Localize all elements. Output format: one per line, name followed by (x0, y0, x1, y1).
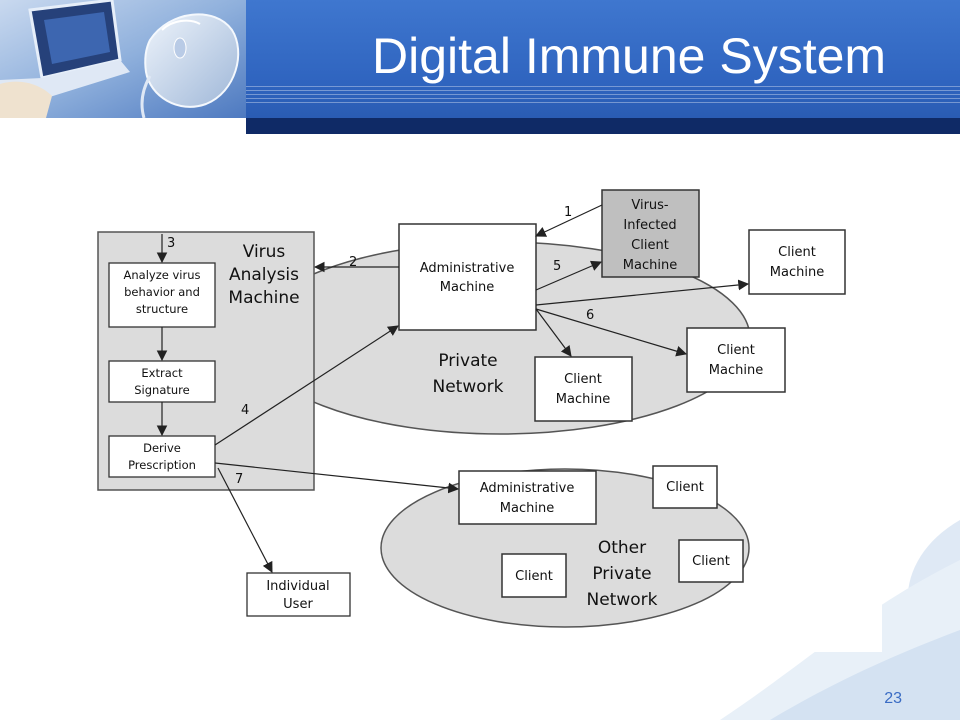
step-label-3: 3 (167, 236, 175, 251)
arrow-7 (214, 462, 460, 494)
admin-machine-line-2: Machine (440, 280, 494, 295)
other-network-label-line-1: Other (598, 538, 646, 558)
diagram: Virus Analysis Machine Analyze virus beh… (68, 156, 882, 652)
step-label-4: 4 (241, 403, 249, 418)
virus-infected-client-box (601, 189, 700, 278)
header-photo (0, 0, 246, 118)
other-network-label-line-2: Private (592, 564, 651, 584)
client-3-line-1: Client (564, 372, 602, 387)
client-machine-box-3 (534, 356, 633, 422)
private-network-label-line-2: Network (433, 377, 504, 397)
other-network-label-line-3: Network (587, 590, 658, 610)
arrow-to-client-1 (535, 279, 750, 306)
client-1-line-1: Client (778, 245, 816, 260)
virus-analysis-label-line-2: Analysis (229, 265, 299, 285)
analyze-box-line-2: behavior and (124, 285, 200, 299)
client-3-line-2: Machine (556, 392, 610, 407)
admin-machine-line-1: Administrative (420, 261, 515, 276)
digital-immune-system-diagram: Virus Analysis Machine Analyze virus beh… (97, 189, 846, 628)
arrow-1 (535, 204, 603, 237)
individual-user-line-1: Individual (266, 579, 329, 594)
other-client-1-label: Client (666, 480, 704, 495)
other-admin-machine-box (458, 470, 597, 525)
administrative-machine-box (398, 223, 537, 331)
infected-line-2: Infected (623, 218, 676, 233)
extract-box-line-1: Extract (141, 366, 183, 380)
mouse-icon (140, 13, 240, 118)
client-2-line-1: Client (717, 343, 755, 358)
derive-box-line-1: Derive (143, 441, 181, 455)
page-number: 23 (884, 690, 902, 707)
step-label-1: 1 (564, 205, 572, 220)
infected-line-3: Client (631, 238, 669, 253)
slide-title: Digital Immune System (372, 28, 887, 84)
analyze-box-line-3: structure (136, 302, 188, 316)
arrow-4 (214, 325, 399, 446)
client-machine-box-2 (686, 327, 786, 393)
arrow-to-individual-user (217, 467, 273, 573)
arrow-to-client-3 (535, 308, 572, 357)
client-1-line-2: Machine (770, 265, 824, 280)
other-client-box-2 (678, 539, 744, 583)
other-admin-line-1: Administrative (480, 481, 575, 496)
client-2-line-2: Machine (709, 363, 763, 378)
other-client-2-label: Client (692, 554, 730, 569)
individual-user-line-2: User (283, 597, 313, 612)
client-machine-box-1 (748, 229, 846, 295)
step-label-2: 2 (349, 255, 357, 270)
arrow-5 (535, 260, 602, 291)
other-admin-line-2: Machine (500, 501, 554, 516)
step-label-6: 6 (586, 308, 594, 323)
other-client-3-label: Client (515, 569, 553, 584)
derive-box-line-2: Prescription (128, 458, 196, 472)
virus-analysis-label-line-1: Virus (243, 242, 286, 262)
other-client-box-3 (501, 553, 567, 598)
step-label-7: 7 (235, 472, 243, 487)
arrow-6 (535, 308, 688, 357)
private-network-label-line-1: Private (438, 351, 497, 371)
other-client-box-1 (652, 465, 718, 509)
infected-line-4: Machine (623, 258, 677, 273)
step-label-5: 5 (553, 259, 561, 274)
individual-user-box (246, 572, 351, 617)
virus-analysis-label-line-3: Machine (228, 288, 299, 308)
analyze-box-line-1: Analyze virus (124, 268, 201, 282)
header-underline (246, 118, 960, 134)
header-bar (246, 0, 960, 118)
infected-line-1: Virus- (631, 198, 669, 213)
extract-box-line-2: Signature (134, 383, 189, 397)
